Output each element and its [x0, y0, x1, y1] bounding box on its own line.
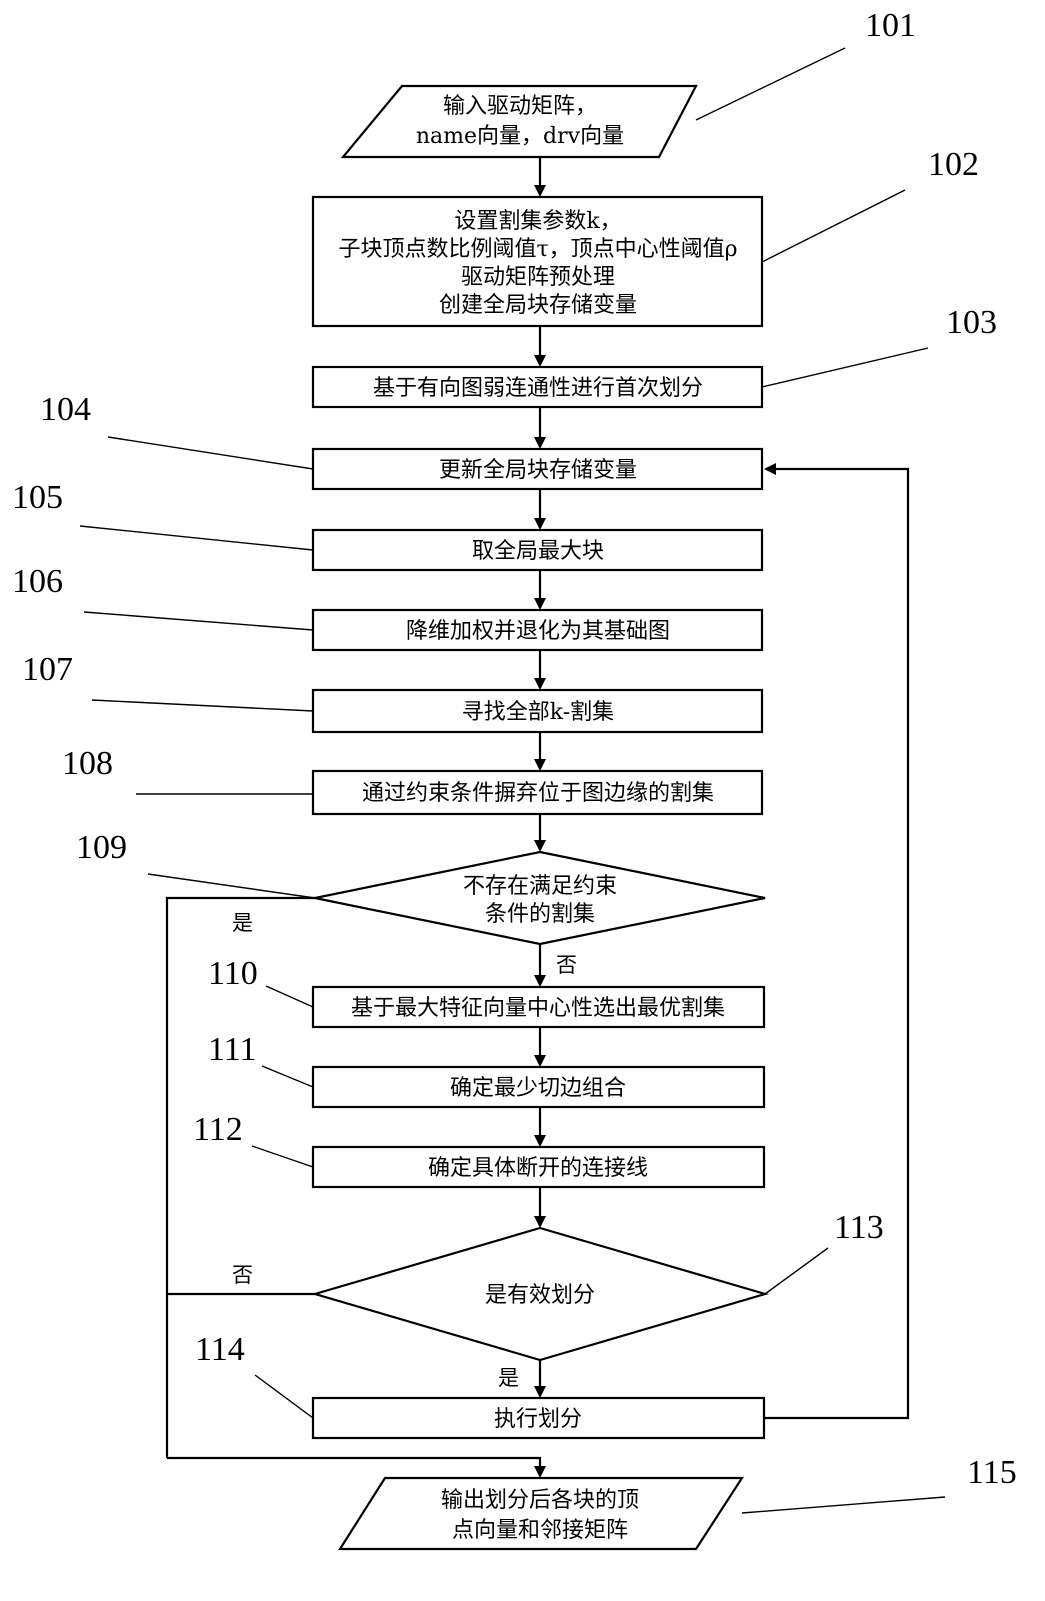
node-112-line-1: 确定具体断开的连接线 — [428, 1156, 648, 1181]
leader-113 — [764, 1247, 829, 1295]
node-106-line-1: 降维加权并退化为其基础图 — [406, 619, 670, 644]
ref-101: 101 — [865, 7, 916, 44]
ref-105: 105 — [12, 479, 63, 516]
node-101-line-2: name向量，drv向量 — [416, 124, 624, 149]
branch-label-113-no: 否 — [232, 1263, 253, 1287]
ref-108: 108 — [62, 745, 113, 782]
loop-114-to-104 — [764, 463, 910, 1420]
node-105-line-1: 取全局最大块 — [472, 539, 604, 564]
node-114-execute: 执行划分 — [311, 1396, 766, 1440]
bypass-to-115 — [167, 1456, 546, 1478]
node-102-setup: 设置割集参数k， 子块顶点数比例阈值τ，顶点中心性阈值ρ 驱动矩阵预处理 创建全… — [311, 195, 764, 328]
leader-106 — [83, 611, 314, 631]
leader-103 — [761, 347, 929, 388]
leader-112 — [251, 1145, 314, 1168]
node-112-disconnect: 确定具体断开的连接线 — [311, 1145, 766, 1189]
node-106-reduce: 降维加权并退化为其基础图 — [311, 608, 764, 652]
node-115-line-1: 输出划分后各块的顶 — [441, 1488, 639, 1513]
ref-115: 115 — [967, 1454, 1017, 1491]
node-102-line-1: 设置割集参数k， — [454, 209, 621, 234]
ref-103: 103 — [946, 304, 997, 341]
leader-104 — [107, 436, 314, 470]
leader-109 — [147, 873, 316, 899]
node-104-update-global: 更新全局块存储变量 — [311, 447, 764, 491]
reference-numerals: 101 102 103 104 105 106 107 108 109 110 … — [12, 7, 1017, 1514]
node-108-filter: 通过约束条件摒弃位于图边缘的割集 — [311, 769, 764, 816]
node-115-output: 输出划分后各块的顶 点向量和邻接矩阵 — [338, 1476, 745, 1551]
leader-102 — [761, 189, 906, 263]
ref-114: 114 — [195, 1331, 245, 1368]
connectors — [165, 157, 910, 1478]
leader-107 — [91, 699, 314, 712]
decision-109-line-2: 条件的割集 — [485, 902, 595, 927]
node-114-line-1: 执行划分 — [494, 1407, 582, 1432]
node-110-line-1: 基于最大特征向量中心性选出最优割集 — [351, 996, 725, 1021]
node-105-take-largest: 取全局最大块 — [311, 528, 764, 572]
node-110-optimal-cutset: 基于最大特征向量中心性选出最优割集 — [311, 985, 766, 1029]
ref-112: 112 — [193, 1111, 243, 1148]
branch-label-109-yes: 是 — [232, 911, 253, 935]
leader-101 — [695, 47, 846, 121]
node-104-line-1: 更新全局块存储变量 — [439, 458, 637, 483]
ref-104: 104 — [40, 391, 91, 428]
decision-109-line-1: 不存在满足约束 — [463, 874, 617, 899]
leader-110 — [265, 985, 314, 1008]
ref-110: 110 — [208, 955, 258, 992]
decision-113: 是有效划分 — [311, 1226, 769, 1362]
ref-106: 106 — [12, 563, 63, 600]
leader-111 — [261, 1065, 314, 1088]
decision-113-line-1: 是有效划分 — [485, 1283, 595, 1308]
node-115-line-2: 点向量和邻接矩阵 — [452, 1518, 628, 1543]
ref-109: 109 — [76, 829, 127, 866]
ref-111: 111 — [208, 1031, 256, 1068]
node-107-line-1: 寻找全部k-割集 — [462, 700, 614, 725]
node-107-find-cutsets: 寻找全部k-割集 — [311, 688, 764, 734]
node-102-line-4: 创建全局块存储变量 — [439, 293, 637, 318]
branch-label-109-no: 否 — [556, 953, 577, 977]
decision-109: 不存在满足约束 条件的割集 — [314, 850, 766, 946]
ref-107: 107 — [22, 651, 73, 688]
node-102-line-3: 驱动矩阵预处理 — [461, 265, 615, 290]
leader-105 — [79, 525, 314, 551]
node-103-first-partition: 基于有向图弱连通性进行首次划分 — [311, 365, 764, 409]
ref-113: 113 — [834, 1209, 884, 1246]
node-102-line-2: 子块顶点数比例阈值τ，顶点中心性阈值ρ — [338, 237, 737, 262]
leader-115 — [741, 1496, 946, 1514]
node-111-line-1: 确定最少切边组合 — [450, 1076, 626, 1101]
branch-label-113-yes: 是 — [498, 1366, 519, 1390]
node-111-min-edges: 确定最少切边组合 — [311, 1065, 766, 1109]
node-101-input: 输入驱动矩阵， name向量，drv向量 — [340, 84, 698, 159]
leader-114 — [254, 1374, 314, 1419]
node-103-line-1: 基于有向图弱连通性进行首次划分 — [373, 376, 703, 401]
bypass-109-yes — [165, 896, 315, 1458]
node-101-line-1: 输入驱动矩阵， — [443, 94, 597, 119]
ref-102: 102 — [928, 146, 979, 183]
node-108-line-1: 通过约束条件摒弃位于图边缘的割集 — [362, 781, 714, 806]
